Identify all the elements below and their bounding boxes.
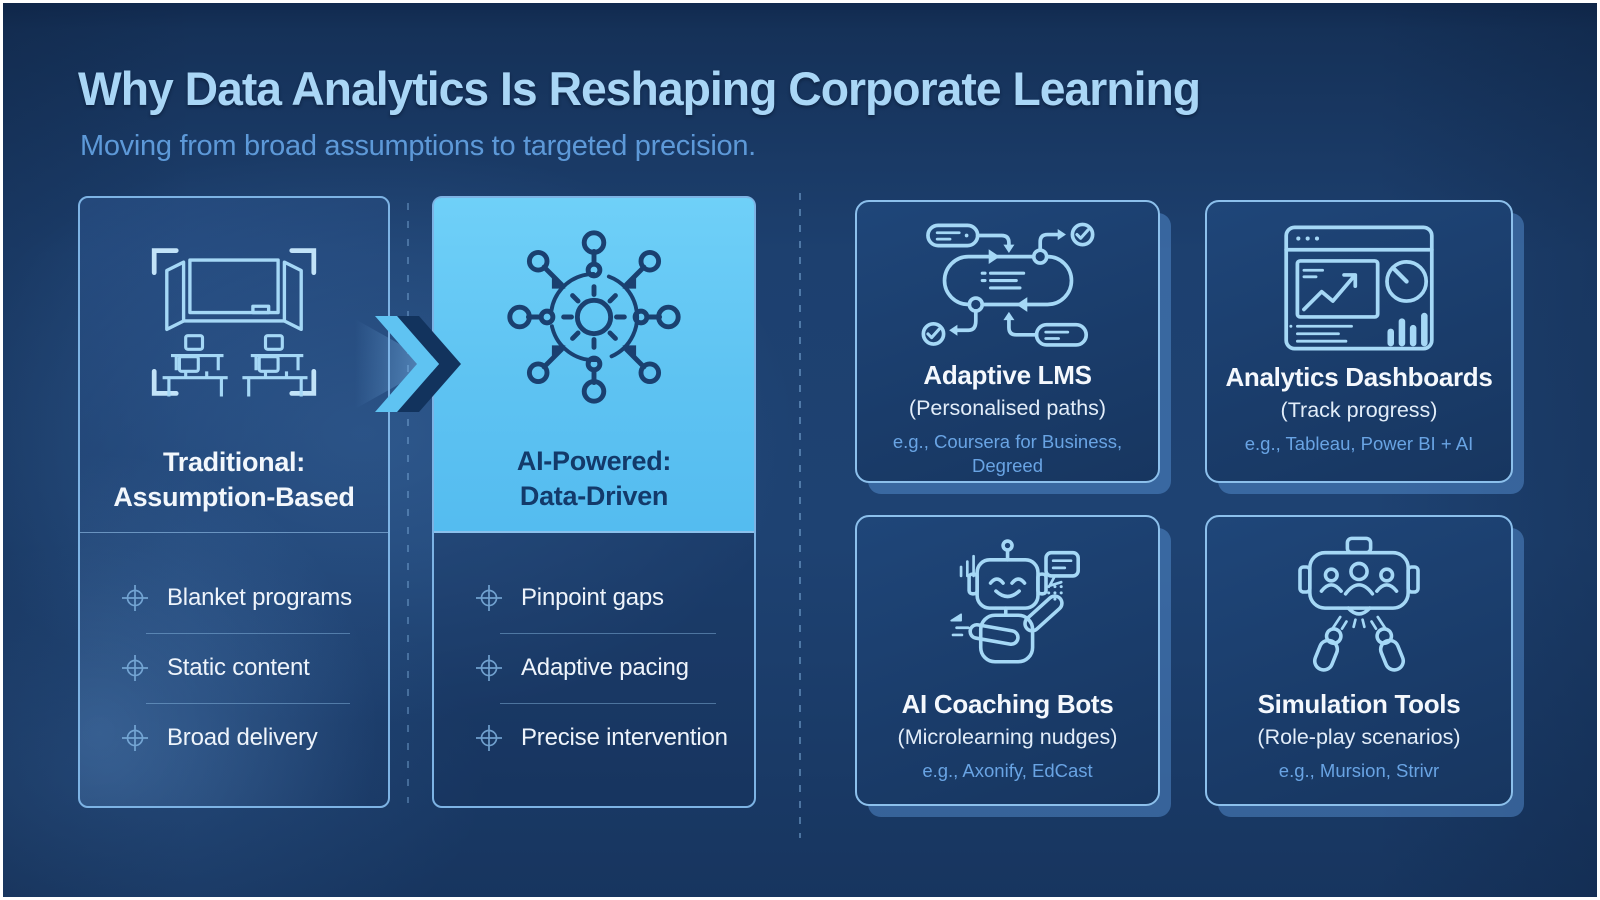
traditional-feature-list: Blanket programs Static content Broad de… <box>80 533 388 806</box>
tool-card-ai-coaching-bots: AI Coaching Bots (Microlearning nudges) … <box>855 515 1160 806</box>
tool-subtitle: (Personalised paths) <box>908 396 1107 420</box>
list-item-label: Adaptive pacing <box>521 654 689 681</box>
crosshair-icon <box>476 725 502 751</box>
tool-examples: e.g., Axonify, EdCast <box>922 760 1093 781</box>
list-item: Pinpoint gaps <box>434 563 754 633</box>
traditional-card-title: Traditional: Assumption-Based <box>113 445 355 516</box>
adaptive-lms-flow-icon <box>900 218 1116 356</box>
tool-card-simulation-tools: Simulation Tools (Role-play scenarios) e… <box>1205 515 1513 806</box>
classroom-icon <box>129 224 339 420</box>
ai-network-icon <box>501 224 687 410</box>
tool-subtitle: (Role-play scenarios) <box>1257 725 1461 749</box>
analytics-dashboard-icon <box>1272 218 1446 358</box>
tool-examples: e.g., Coursera for Business, Degreed <box>892 431 1123 477</box>
ai-title-line1: AI-Powered: <box>516 445 672 476</box>
crosshair-icon <box>476 655 502 681</box>
list-item-label: Broad delivery <box>167 724 318 751</box>
crosshair-icon <box>122 585 148 611</box>
double-chevron-right-icon <box>355 315 479 413</box>
traditional-card-header: Traditional: Assumption-Based <box>80 198 388 533</box>
traditional-title-line1: Traditional: <box>163 446 305 477</box>
tool-examples: e.g., Mursion, Strivr <box>1278 760 1440 781</box>
tool-subtitle: (Microlearning nudges) <box>897 725 1118 749</box>
list-item: Blanket programs <box>80 563 388 633</box>
ai-powered-card: AI-Powered: Data-Driven Pinpoint gaps Ad… <box>432 196 756 808</box>
tool-subtitle: (Track progress) <box>1280 398 1438 422</box>
ai-feature-list: Pinpoint gaps Adaptive pacing Precise in… <box>434 533 754 806</box>
ai-powered-card-header: AI-Powered: Data-Driven <box>434 198 754 533</box>
list-item-label: Pinpoint gaps <box>521 584 664 611</box>
crosshair-icon <box>122 725 148 751</box>
tool-title: Adaptive LMS <box>923 360 1092 390</box>
infographic-frame: Why Data Analytics Is Reshaping Corporat… <box>3 3 1597 897</box>
header: Why Data Analytics Is Reshaping Corporat… <box>78 61 1217 163</box>
ai-powered-card-title: AI-Powered: Data-Driven <box>516 444 672 515</box>
tool-title: Simulation Tools <box>1257 689 1461 719</box>
tool-card-adaptive-lms: Adaptive LMS (Personalised paths) e.g., … <box>855 200 1160 483</box>
robot-icon <box>908 533 1108 685</box>
card-gap-dashed-line <box>407 203 409 803</box>
list-item: Adaptive pacing <box>434 633 754 703</box>
crosshair-icon <box>122 655 148 681</box>
list-item: Broad delivery <box>80 703 388 773</box>
vr-headset-icon <box>1261 533 1457 685</box>
crosshair-icon <box>476 585 502 611</box>
list-item: Precise intervention <box>434 703 754 773</box>
tool-title: AI Coaching Bots <box>901 689 1114 719</box>
list-item-label: Blanket programs <box>167 584 352 611</box>
list-item: Static content <box>80 633 388 703</box>
list-item-label: Precise intervention <box>521 724 728 751</box>
tool-card-analytics-dashboards: Analytics Dashboards (Track progress) e.… <box>1205 200 1513 483</box>
traditional-title-line2: Assumption-Based <box>113 482 355 513</box>
page-title: Why Data Analytics Is Reshaping Corporat… <box>78 62 1201 115</box>
ai-title-line2: Data-Driven <box>519 481 669 512</box>
traditional-card: Traditional: Assumption-Based Blanket pr… <box>78 196 390 808</box>
page-subtitle: Moving from broad assumptions to targete… <box>80 130 756 162</box>
section-divider <box>799 193 801 838</box>
tool-examples: e.g., Tableau, Power BI + AI <box>1244 433 1474 454</box>
tool-title: Analytics Dashboards <box>1225 362 1493 392</box>
list-item-label: Static content <box>167 654 310 681</box>
